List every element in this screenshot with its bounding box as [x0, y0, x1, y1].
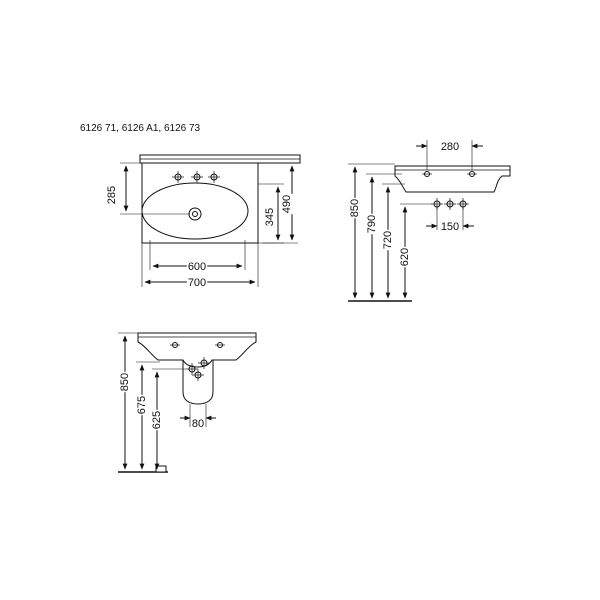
front-tap-icon	[186, 357, 210, 381]
dim-345: 345	[264, 208, 276, 226]
dim-490: 490	[281, 195, 293, 213]
side-view: 280 150 850 790 720 620	[348, 140, 511, 302]
side-dim-850: 850	[349, 199, 361, 217]
dim-150: 150	[441, 221, 459, 233]
side-dim-720: 720	[382, 231, 394, 249]
dim-280: 280	[441, 141, 459, 153]
dim-285: 285	[106, 186, 118, 204]
siphon-outline	[182, 360, 214, 405]
tap-hole-icon	[172, 171, 220, 183]
side-dim-790: 790	[366, 215, 378, 233]
basin-outline	[141, 162, 259, 244]
dim-600: 600	[188, 261, 206, 273]
front-view: 80 850 675 625	[118, 332, 257, 473]
dim-80: 80	[192, 418, 204, 430]
side-dim-620: 620	[399, 248, 411, 266]
basin-profile	[394, 165, 511, 193]
tap-connection-icon	[431, 198, 469, 210]
dim-700: 700	[188, 277, 206, 289]
front-dim-850: 850	[119, 373, 131, 391]
front-hole-icon	[170, 342, 225, 348]
top-view: 285 345 490 600 700	[105, 154, 301, 289]
bowl-oval	[141, 182, 249, 240]
model-numbers: 6126 71, 6126 A1, 6126 73	[80, 123, 201, 134]
hole-icon	[422, 171, 477, 177]
front-dim-625: 625	[151, 411, 163, 429]
front-dim-675: 675	[136, 396, 148, 414]
basin-front-profile	[137, 332, 257, 368]
